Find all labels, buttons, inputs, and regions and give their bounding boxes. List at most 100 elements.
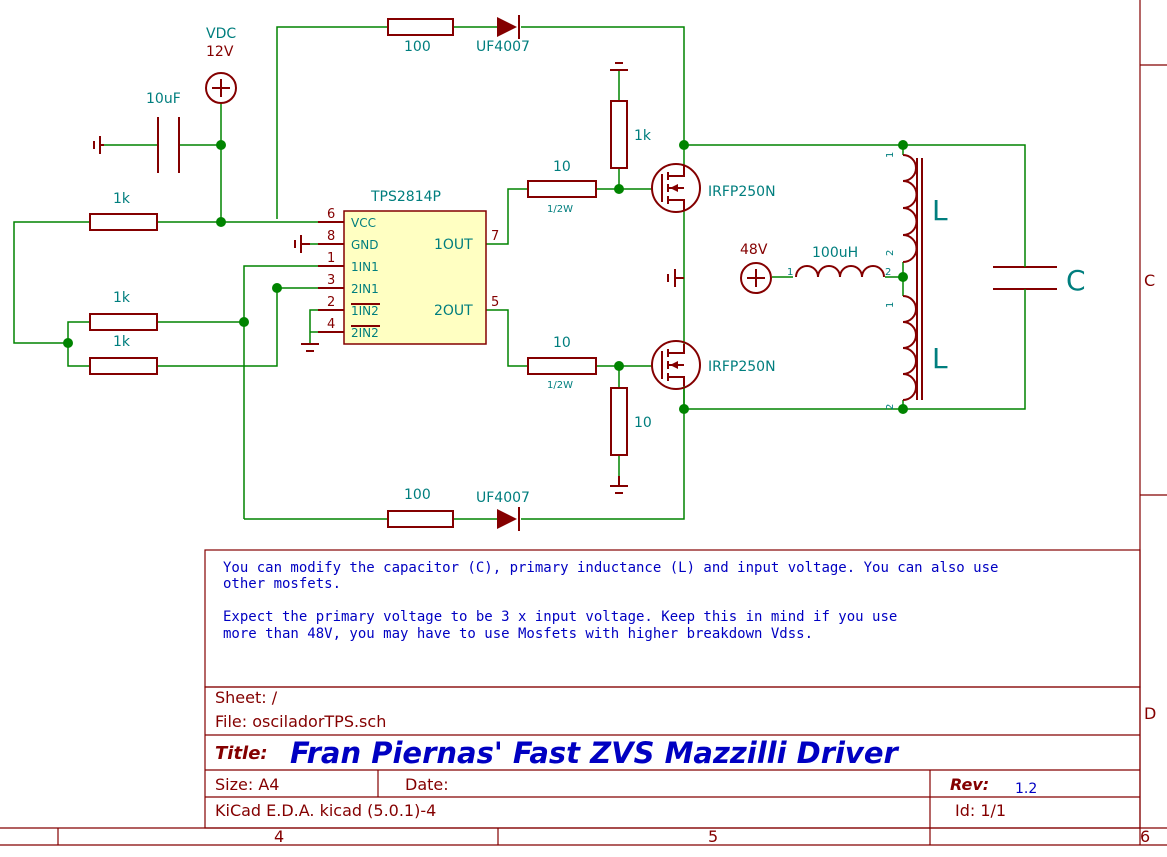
ic-pin-2in1: 2IN1 <box>351 282 379 296</box>
d-bot-value-label: UF4007 <box>476 490 530 506</box>
r-top-value-label: 100 <box>404 39 431 55</box>
ic-pin-2in2: 2IN2 <box>351 326 379 340</box>
choke-100uh: 100uH 1 2 <box>787 245 891 278</box>
tb-title-label: Title: <box>215 743 268 764</box>
capacitor-c: C <box>993 263 1086 297</box>
r-gate-bot-power-label: 1/2W <box>547 380 573 391</box>
l-top-value-label: L <box>932 194 948 227</box>
junction <box>614 184 624 194</box>
ic-pin-num-5: 5 <box>491 295 499 310</box>
resistor-1k-in-a: 1k <box>89 290 158 331</box>
junction <box>63 338 73 348</box>
junction <box>898 272 908 282</box>
junction <box>614 361 624 371</box>
ic-value-label: TPS2814P <box>370 189 441 205</box>
ic-pin-vcc: VCC <box>351 216 376 230</box>
tb-file: File: osciladorTPS.sch <box>215 712 386 731</box>
ground-symbol <box>301 343 319 352</box>
d-top-value-label: UF4007 <box>476 39 530 55</box>
ic-pin-num-6: 6 <box>327 207 335 222</box>
coil-l-top: L 1 2 <box>885 152 948 263</box>
r-gate-top-value-label: 10 <box>553 159 571 175</box>
junction <box>679 404 689 414</box>
junction <box>272 283 282 293</box>
resistor-1k-pulldown-top: 1k <box>610 100 652 169</box>
ic-pin-num-3: 3 <box>327 273 335 288</box>
q-top-value-label: IRFP250N <box>708 184 776 200</box>
tb-rev: 1.2 <box>1015 781 1037 797</box>
tb-size: Size: A4 <box>215 775 279 794</box>
coil-top-pin-2: 2 <box>885 250 896 256</box>
ic-pin-1in2: 1IN2 <box>351 304 379 318</box>
resistor-100-bottom: 100 <box>387 487 454 528</box>
power-48v-symbol: 48V <box>740 242 772 294</box>
tb-title: Fran Piernas' Fast ZVS Mazzilli Driver <box>290 736 900 770</box>
notes-box: You can modify the capacitor (C), primar… <box>204 549 1141 688</box>
junction <box>898 140 908 150</box>
tb-date: Date: <box>405 775 449 794</box>
choke-pin-1: 1 <box>787 267 793 278</box>
junction <box>898 404 908 414</box>
junction <box>679 140 689 150</box>
choke-value-label: 100uH <box>812 245 858 261</box>
col-label-6: 6 <box>1140 827 1150 846</box>
junctions <box>63 140 908 414</box>
c1-value-label: 10uF <box>146 91 181 107</box>
l-bot-value-label: L <box>932 342 948 375</box>
ground-symbol <box>93 136 104 154</box>
col-label-5: 5 <box>708 827 718 846</box>
junction <box>239 317 249 327</box>
tb-id: Id: 1/1 <box>955 801 1006 820</box>
coil-l-bottom: L 1 2 <box>885 295 948 410</box>
coil-bot-pin-1: 1 <box>885 302 896 308</box>
resistor-1k-in-b: 1k <box>89 334 158 375</box>
title-block: Sheet: / File: osciladorTPS.sch Title: F… <box>204 686 1141 829</box>
wires <box>13 26 1026 520</box>
ground-symbol <box>667 269 684 287</box>
r-bot-value-label: 100 <box>404 487 431 503</box>
diode-uf4007-bottom: UF4007 <box>476 490 530 531</box>
r-in2-value-label: 1k <box>113 290 131 306</box>
r-in1-value-label: 1k <box>113 191 131 207</box>
resistor-1k-pulldown-bottom: 10 <box>610 387 652 456</box>
r-gate-bot-value-label: 10 <box>553 335 571 351</box>
ic-pin-num-1: 1 <box>327 251 335 266</box>
vdc-ref-label: VDC <box>206 26 236 42</box>
vdc-power-symbol: VDC 12V <box>205 26 237 104</box>
ic-pin-num-2: 2 <box>327 295 335 310</box>
r-gate-top-power-label: 1/2W <box>547 204 573 215</box>
ground-symbol <box>610 476 628 494</box>
vdc-value-label: 12V <box>206 44 234 60</box>
q-bot-value-label: IRFP250N <box>708 359 776 375</box>
junction <box>216 217 226 227</box>
resistor-1k-vcc: 1k <box>89 191 158 231</box>
mosfet-irfp250n-bottom: IRFP250N <box>651 340 776 390</box>
note-line-2: other mosfets. <box>223 576 341 592</box>
tb-rev-label: Rev: <box>950 775 989 794</box>
pwr48-value-label: 48V <box>740 242 768 258</box>
row-label-c: C <box>1144 271 1155 290</box>
transformer-core <box>916 158 923 400</box>
ic-pin-gnd: GND <box>351 238 379 252</box>
tb-sheet: Sheet: / <box>215 688 278 707</box>
mosfet-irfp250n-top: IRFP250N <box>651 163 776 213</box>
ic-pin-num-8: 8 <box>327 229 335 244</box>
r-in3-value-label: 1k <box>113 334 131 350</box>
ground-symbol <box>610 62 628 71</box>
coil-bot-pin-2: 2 <box>885 404 896 410</box>
r-pd-top-value-label: 1k <box>634 128 652 144</box>
r-pd-bot-value-label: 10 <box>634 415 652 431</box>
ic-pin-2out: 2OUT <box>434 303 473 319</box>
ic-tps2814p: TPS2814P 6 8 1 3 2 4 VCC GND 1IN1 2IN1 1… <box>318 189 499 345</box>
ground-symbol <box>294 235 310 253</box>
capacitor-10uf: 10uF <box>146 91 181 173</box>
col-label-4: 4 <box>274 827 284 846</box>
diode-uf4007-top: UF4007 <box>476 15 530 55</box>
ic-pin-num-4: 4 <box>327 317 335 332</box>
note-line-4: more than 48V, you may have to use Mosfe… <box>223 626 813 642</box>
cap-c-value-label: C <box>1066 264 1086 297</box>
note-line-3: Expect the primary voltage to be 3 x inp… <box>223 609 897 625</box>
resistor-100-top: 100 <box>387 18 454 55</box>
ic-pin-1out: 1OUT <box>434 237 473 253</box>
